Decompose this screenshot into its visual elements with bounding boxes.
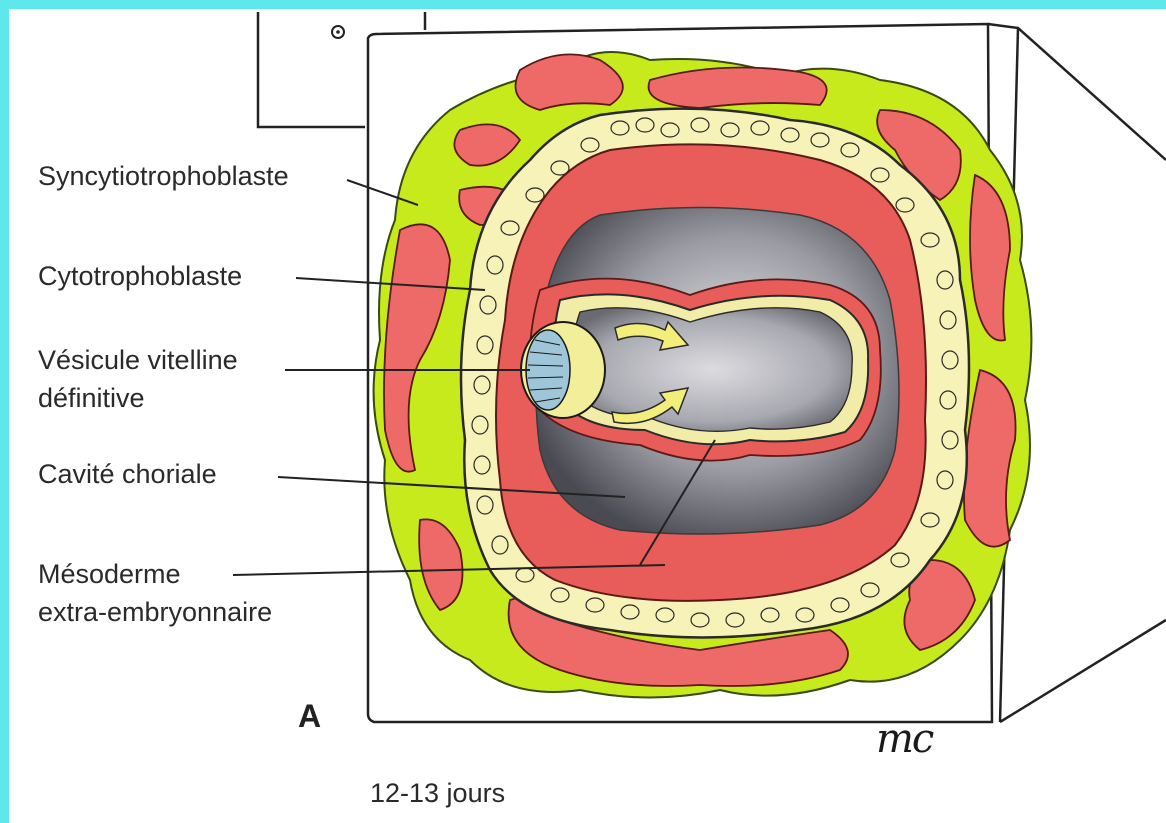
- embryonic-disc: [521, 322, 605, 418]
- label-yolk-sac-line1: Vésicule vitelline: [38, 342, 238, 378]
- artist-signature: mc: [876, 716, 932, 762]
- label-syncytiotrophoblast: Syncytiotrophoblaste: [38, 158, 289, 194]
- label-cytotrophoblast: Cytotrophoblaste: [38, 258, 242, 294]
- upper-tissue-box: [258, 12, 365, 127]
- label-yolk-sac-line2: définitive: [38, 380, 145, 416]
- label-chorionic-cavity: Cavité choriale: [38, 456, 217, 492]
- panel-letter: A: [298, 698, 321, 735]
- label-mesoderm-line2: extra-embryonnaire: [38, 594, 272, 630]
- stage-caption: 12-13 jours: [370, 778, 505, 809]
- label-mesoderm-line1: Mésoderme: [38, 556, 181, 592]
